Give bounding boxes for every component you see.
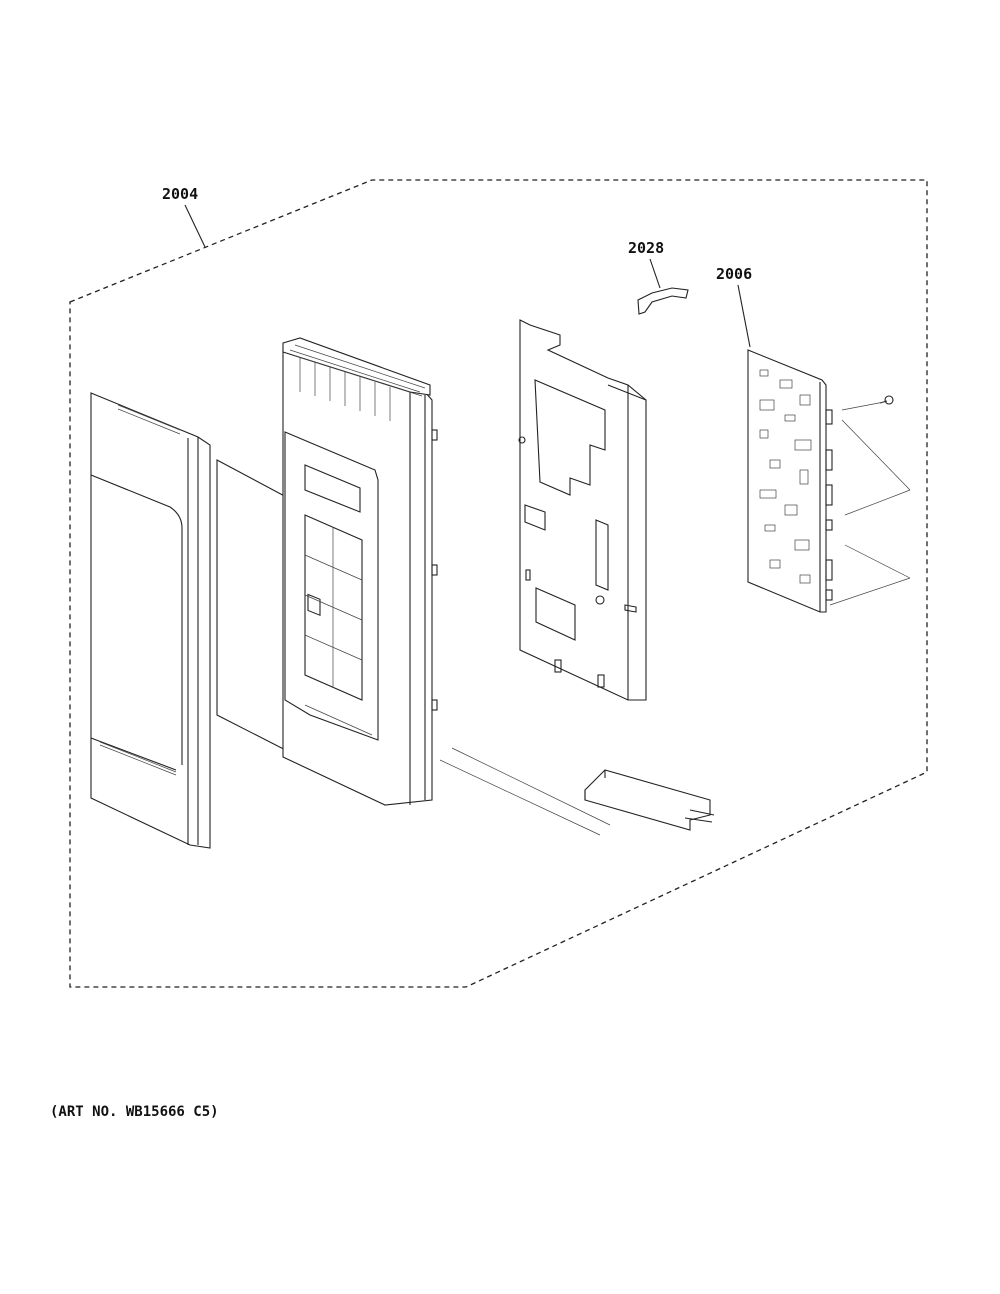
keypad-grid: [304, 514, 363, 701]
leader-2004: [184, 204, 206, 248]
folded-pad-part: [584, 769, 715, 831]
board-components: [759, 369, 833, 601]
screw-part: [879, 395, 894, 405]
bracket-plate: [518, 319, 647, 701]
leader-2006: [737, 284, 751, 348]
callout-2006: 2006: [716, 265, 752, 283]
clip-part-2028: [637, 287, 689, 315]
assembly-boundary: [69, 179, 928, 988]
front-overlay-panel: [90, 392, 211, 849]
control-panel-frame: [282, 337, 438, 806]
assembly-guide-lines: [439, 401, 911, 836]
callout-2028: 2028: [628, 239, 664, 257]
circuit-board-2006: [747, 349, 833, 613]
vent-slots: [289, 344, 426, 421]
callout-2004: 2004: [162, 185, 198, 203]
leader-2028: [649, 258, 661, 289]
art-number-caption: (ART NO. WB15666 C5): [50, 1104, 219, 1120]
